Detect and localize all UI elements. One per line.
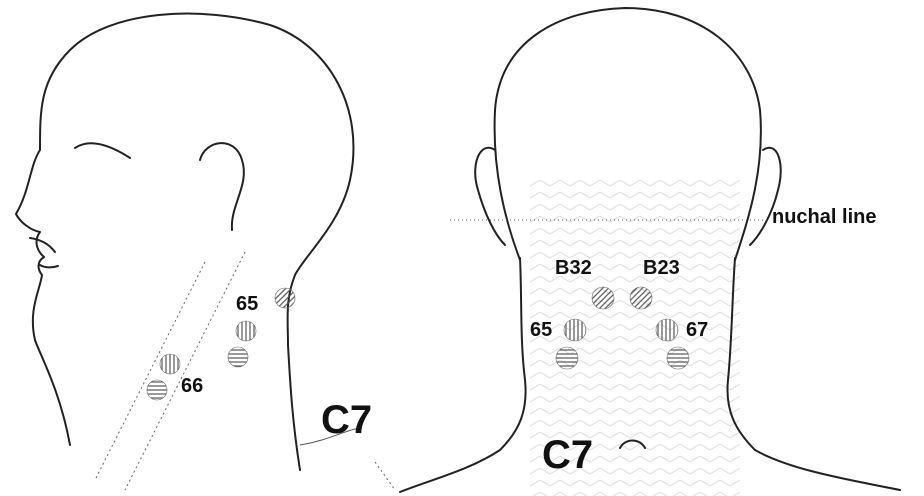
side-lip [39,264,59,269]
point-side-65-upper [274,287,296,309]
label-back-b23: B23 [643,257,680,279]
back-neck-texture [530,180,740,496]
point-back-b23 [629,286,653,310]
label-side-65: 65 [236,293,258,315]
point-side-66-b [146,379,168,401]
sternocleidomastoid-band [94,251,246,491]
point-back-b32 [591,286,615,310]
side-shoulder-line [299,427,361,446]
label-back-67: 67 [686,319,708,341]
label-back-b32: B32 [555,257,592,279]
c7-vertebra-mark [619,439,646,449]
point-back-65-b [555,346,579,370]
side-head-outline [15,12,355,471]
point-side-65-a [235,320,257,342]
side-ear [199,142,245,231]
point-side-65-b [227,346,249,368]
back-neck-left [399,257,527,493]
label-back-65: 65 [530,319,552,341]
back-head-outline [493,7,762,261]
back-neck-right [726,257,901,491]
back-view: B32 B23 65 67 C7 nuchal line [399,7,901,496]
label-side-c7: C7 [321,398,372,442]
back-ear-left [474,146,506,246]
side-clavicle-line [374,461,396,491]
label-side-66: 66 [181,375,203,397]
point-side-66-a [159,353,181,375]
label-back-c7: C7 [542,433,593,477]
point-back-67-b [666,346,690,370]
side-view: 65 66 C7 [15,12,396,491]
point-back-65-a [563,318,587,342]
side-mouth [29,237,56,253]
side-eyebrow [74,142,131,159]
point-back-67-a [655,318,679,342]
label-nuchal-line: nuchal line [772,206,876,228]
back-ear-right [749,146,782,246]
